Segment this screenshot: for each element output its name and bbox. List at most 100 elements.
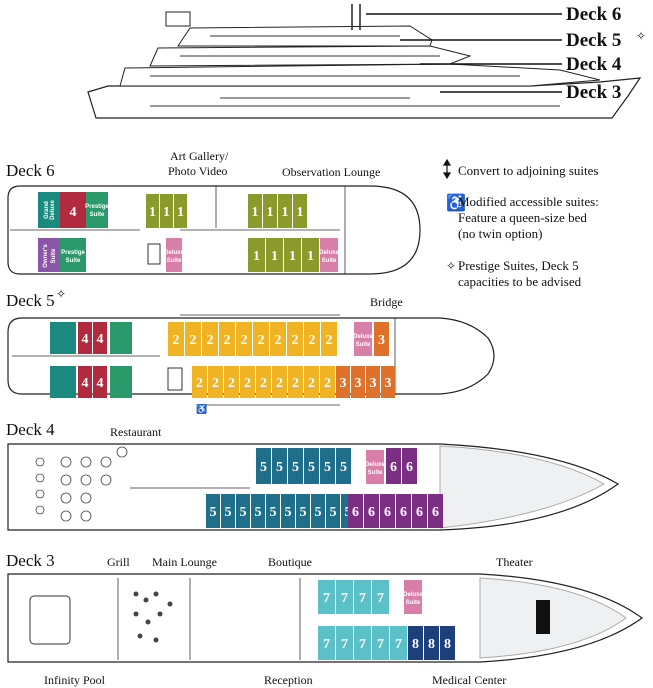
svg-text:Suite: Suite [356, 342, 371, 348]
cabin-number-d4_bot_purple-4: 6 [416, 505, 423, 520]
cabin-d5_red_bot-0[interactable] [78, 366, 92, 398]
cabin-d5_bot_yellow-2[interactable] [224, 366, 239, 398]
cabin-d5_bot_orange-3[interactable] [381, 366, 395, 398]
cabin-grand-deluxe[interactable] [38, 192, 60, 228]
cabin-d4_bot_purple-3[interactable] [396, 494, 411, 528]
cabin-d4_bot_teal-2[interactable] [236, 494, 250, 528]
cabin-d4_top_teal-2[interactable] [288, 448, 303, 484]
cabin-d5_top_yellow-9[interactable] [321, 322, 337, 356]
cabin-d5_top_yellow-5[interactable] [253, 322, 269, 356]
cabin-d5_bot_yellow-6[interactable] [288, 366, 303, 398]
cabin-d5_top_yellow-7[interactable] [287, 322, 303, 356]
cabin-d3_bot_cyan-4[interactable] [390, 626, 407, 660]
cabin-d4_top_teal-5[interactable] [336, 448, 351, 484]
cabin-d3_top_cyan-2[interactable] [354, 580, 371, 614]
cabin-prestige-5a[interactable] [110, 322, 132, 354]
cabin-d3_top_cyan-0[interactable] [318, 580, 335, 614]
cabin-d4_bot_purple-0[interactable] [348, 494, 363, 528]
cabin-number-d5_bot_yellow-7: 2 [308, 376, 315, 391]
cabin-d3_bot_navy-1[interactable] [424, 626, 439, 660]
cabin-d6_bot_right-1[interactable] [266, 238, 283, 272]
cabin-d3_bot_cyan-3[interactable] [372, 626, 389, 660]
cabin-d4_bot_teal-5[interactable] [281, 494, 295, 528]
cabin-number-d3_bot_navy-1: 8 [428, 637, 435, 652]
cabin-number-d4_bot_purple-1: 6 [368, 505, 375, 520]
cabin-d6_top_right-1[interactable] [263, 194, 277, 228]
cabin-d5_bot_yellow-0[interactable] [192, 366, 207, 398]
cabin-d5_bot_orange-0[interactable] [336, 366, 350, 398]
cabin-d5_red_bot-1[interactable] [93, 366, 107, 398]
cabin-d3_bot_navy-2[interactable] [440, 626, 455, 660]
cabin-d4_top_teal-3[interactable] [304, 448, 319, 484]
cabin-d4_bot_teal-8[interactable] [326, 494, 340, 528]
cabin-d4_bot_teal-1[interactable] [221, 494, 235, 528]
cabin-d5_bot_orange-1[interactable] [351, 366, 365, 398]
cabin-prestige-5b[interactable] [110, 366, 132, 398]
cabin-d6_bot_right-2[interactable] [284, 238, 301, 272]
cabin-d6_bot_right-3[interactable] [302, 238, 319, 272]
cabin-d5_top_yellow-1[interactable] [185, 322, 201, 356]
cabin-d4_bot_teal-7[interactable] [311, 494, 325, 528]
cabin-prestige-2[interactable] [60, 238, 86, 272]
cabin-d3_bot_cyan-2[interactable] [354, 626, 371, 660]
cabin-grand-deluxe-5a[interactable] [50, 322, 76, 354]
cabin-d3_top_cyan-3[interactable] [372, 580, 389, 614]
cabin-d3_top_cyan-1[interactable] [336, 580, 353, 614]
cabin-deluxe[interactable] [166, 238, 182, 272]
cabin-deluxe-5[interactable] [354, 322, 372, 356]
cabin-d5_bot_yellow-1[interactable] [208, 366, 223, 398]
cabin-d6_bot_right-0[interactable] [248, 238, 265, 272]
legend-accessible-3: (no twin option) [458, 226, 543, 241]
cabin-d4_bot_purple-2[interactable] [380, 494, 395, 528]
cabin-d6_top_right-0[interactable] [248, 194, 262, 228]
cabin-d4_bot_purple-4[interactable] [412, 494, 427, 528]
cabin-d4_bot_teal-0[interactable] [206, 494, 220, 528]
cabin-d4_bot_purple-1[interactable] [364, 494, 379, 528]
cabin-number-d5_bot_yellow-8: 2 [324, 376, 331, 391]
cabin-d6_top_left-1[interactable] [160, 194, 173, 228]
cabin-d3_bot_cyan-0[interactable] [318, 626, 335, 660]
cabin-number-d4_bot_teal-1: 5 [225, 505, 232, 520]
cabin-cat4[interactable] [60, 192, 86, 228]
cabin-deluxe-3[interactable] [404, 580, 422, 614]
cabin-d5_top_yellow-4[interactable] [236, 322, 252, 356]
cabin-d6_top_right-2[interactable] [278, 194, 292, 228]
cabin-d5_bot_yellow-3[interactable] [240, 366, 255, 398]
cabin-d6_top_left-2[interactable] [174, 194, 187, 228]
cabin-grand-deluxe-5b[interactable] [50, 366, 76, 398]
cabin-d6_top_right-3[interactable] [293, 194, 307, 228]
cabin-prestige[interactable] [86, 192, 108, 228]
cabin-d5_bot_yellow-4[interactable] [256, 366, 271, 398]
cabin-d5_top_yellow-2[interactable] [202, 322, 218, 356]
cabin-d5_bot_yellow-8[interactable] [320, 366, 335, 398]
cabin-d4_bot_teal-3[interactable] [251, 494, 265, 528]
cabin-d6_top_left-0[interactable] [146, 194, 159, 228]
cabin-d5_top_yellow-8[interactable] [304, 322, 320, 356]
cabin-d5_top_yellow-6[interactable] [270, 322, 286, 356]
cabin-number-d6_top_right-2: 1 [282, 205, 289, 220]
legend-accessible-1: Modified accessible suites: [458, 194, 599, 209]
cabin-d4_top_purple-0[interactable] [386, 448, 401, 484]
cabin-d4_bot_teal-6[interactable] [296, 494, 310, 528]
cabin-d4_top_teal-4[interactable] [320, 448, 335, 484]
cabin-d4_top_teal-0[interactable] [256, 448, 271, 484]
cabin-owners-suite[interactable] [38, 238, 60, 272]
cabin-d5_bot_orange-2[interactable] [366, 366, 380, 398]
cabin-d4_bot_purple-5[interactable] [428, 494, 443, 528]
cabin-d3_bot_navy-0[interactable] [408, 626, 423, 660]
cabin-number-d5_bot_orange-2: 3 [370, 376, 377, 391]
cabin-d5_top_yellow-0[interactable] [168, 322, 184, 356]
cabin-deluxe-2[interactable] [320, 238, 338, 272]
cabin-d5_top_yellow-3[interactable] [219, 322, 235, 356]
cabin-d4_bot_teal-4[interactable] [266, 494, 280, 528]
cabin-d5_bot_yellow-5[interactable] [272, 366, 287, 398]
cabin-d5_top_orange-0[interactable] [374, 322, 389, 356]
cabin-d5_red_top-1[interactable] [93, 322, 107, 354]
cabin-d3_bot_cyan-1[interactable] [336, 626, 353, 660]
cabin-d4_top_purple-1[interactable] [402, 448, 417, 484]
cabin-deluxe-4[interactable] [366, 450, 384, 484]
cabin-d5_bot_yellow-7[interactable] [304, 366, 319, 398]
cabin-d4_top_teal-1[interactable] [272, 448, 287, 484]
cabin-d5_red_top-0[interactable] [78, 322, 92, 354]
